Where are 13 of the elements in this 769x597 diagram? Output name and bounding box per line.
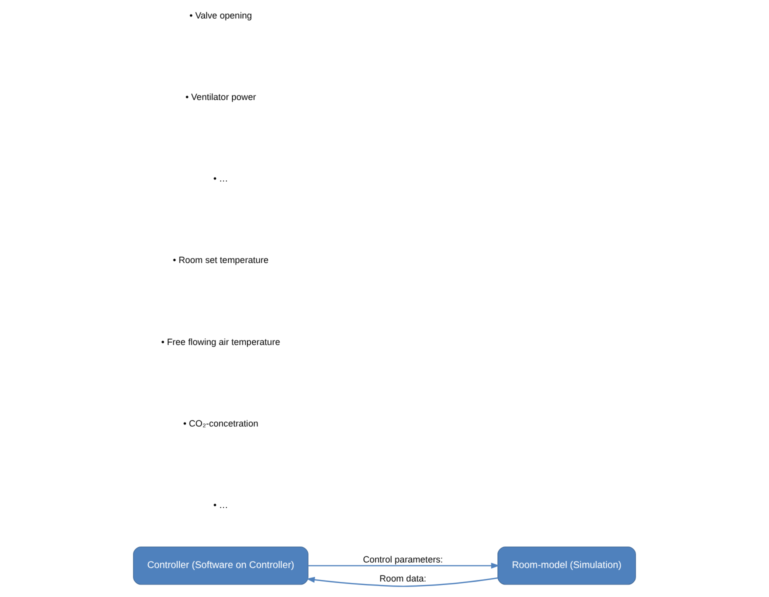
label: • Valve opening (190, 10, 252, 20)
edge-label: Control parameters: (362, 554, 443, 565)
label: • … (213, 174, 228, 184)
node-box: Room-model (Simulation) (498, 546, 636, 585)
arrow (308, 562, 500, 569)
label: • Room set temperature (172, 255, 269, 266)
arrow (306, 576, 498, 587)
label: • CO₂-concetration (183, 418, 258, 428)
label: • Ventilator power (185, 92, 256, 102)
node-box: Controller (Software on Controller) (133, 546, 308, 585)
label: • Free flowing air temperature (161, 336, 280, 347)
edge-label: Room data: (380, 573, 426, 584)
label: • … (213, 500, 228, 510)
